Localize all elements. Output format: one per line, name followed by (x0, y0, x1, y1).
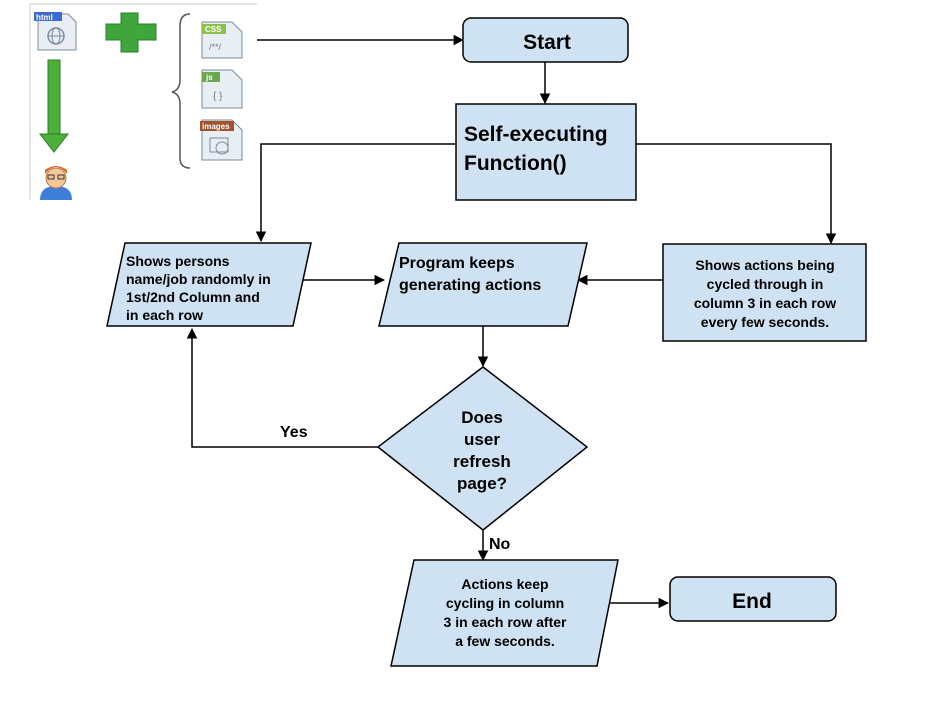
node-actions-keep: Actions keep cycling in column 3 in each… (390, 559, 619, 667)
actions-line-2: cycled through in (707, 276, 824, 292)
brace-icon (171, 13, 191, 169)
html-label: html (36, 13, 53, 22)
actionskeep-line-4: a few seconds. (455, 633, 555, 649)
plus-icon (105, 12, 157, 53)
node-decision: Does user refresh page? (376, 366, 589, 531)
function-line-2: Function() (464, 152, 567, 175)
person-avatar-icon (40, 166, 72, 200)
icon-panel: html CSS /**/ (29, 3, 465, 200)
edge-decision-yes (186, 327, 378, 448)
css-label: CSS (205, 25, 222, 34)
down-arrow-icon (38, 59, 70, 153)
actions-line-4: every few seconds. (701, 314, 829, 330)
images-file-icon: images (200, 119, 243, 161)
persons-line-2: name/job randomly in (126, 271, 271, 287)
function-line-1: Self-executing (464, 123, 608, 146)
end-label: End (732, 590, 772, 613)
program-line-2: generating actions (399, 277, 541, 294)
node-self-executing-function: Self-executing Function() (455, 103, 637, 201)
decision-line-3: refresh (453, 452, 511, 471)
no-label: No (489, 536, 511, 553)
images-label: images (202, 122, 230, 131)
actions-line-3: column 3 in each row (694, 295, 836, 311)
yes-label: Yes (280, 424, 308, 441)
edge-function-to-actions (636, 143, 837, 245)
css-glyph: /**/ (209, 42, 222, 52)
persons-line-3: 1st/2nd Column and (126, 289, 260, 305)
js-file-icon: js { } (201, 69, 243, 109)
persons-line-1: Shows persons (126, 253, 230, 269)
node-shows-actions: Shows actions being cycled through in co… (662, 243, 867, 342)
js-label: js (205, 73, 213, 82)
program-line-1: Program keeps (399, 255, 515, 272)
actions-line-1: Shows actions being (695, 257, 834, 273)
css-file-icon: CSS /**/ (201, 21, 243, 59)
html-file-icon: html (34, 12, 77, 51)
node-program-keeps: Program keeps generating actions (378, 242, 588, 327)
actionskeep-line-1: Actions keep (461, 576, 548, 592)
node-shows-persons: Shows persons name/job randomly in 1st/2… (106, 242, 312, 327)
edge-function-to-persons (255, 143, 455, 243)
decision-line-2: user (464, 430, 500, 449)
node-start: Start (462, 17, 629, 63)
edges (186, 62, 837, 609)
decision-line-4: page? (457, 474, 507, 493)
js-glyph: { } (213, 91, 223, 102)
actionskeep-line-2: cycling in column (446, 595, 564, 611)
node-end: End (669, 576, 837, 622)
decision-line-1: Does (461, 408, 503, 427)
start-label: Start (523, 31, 571, 54)
actionskeep-line-3: 3 in each row after (444, 614, 567, 630)
persons-line-4: in each row (126, 307, 203, 323)
